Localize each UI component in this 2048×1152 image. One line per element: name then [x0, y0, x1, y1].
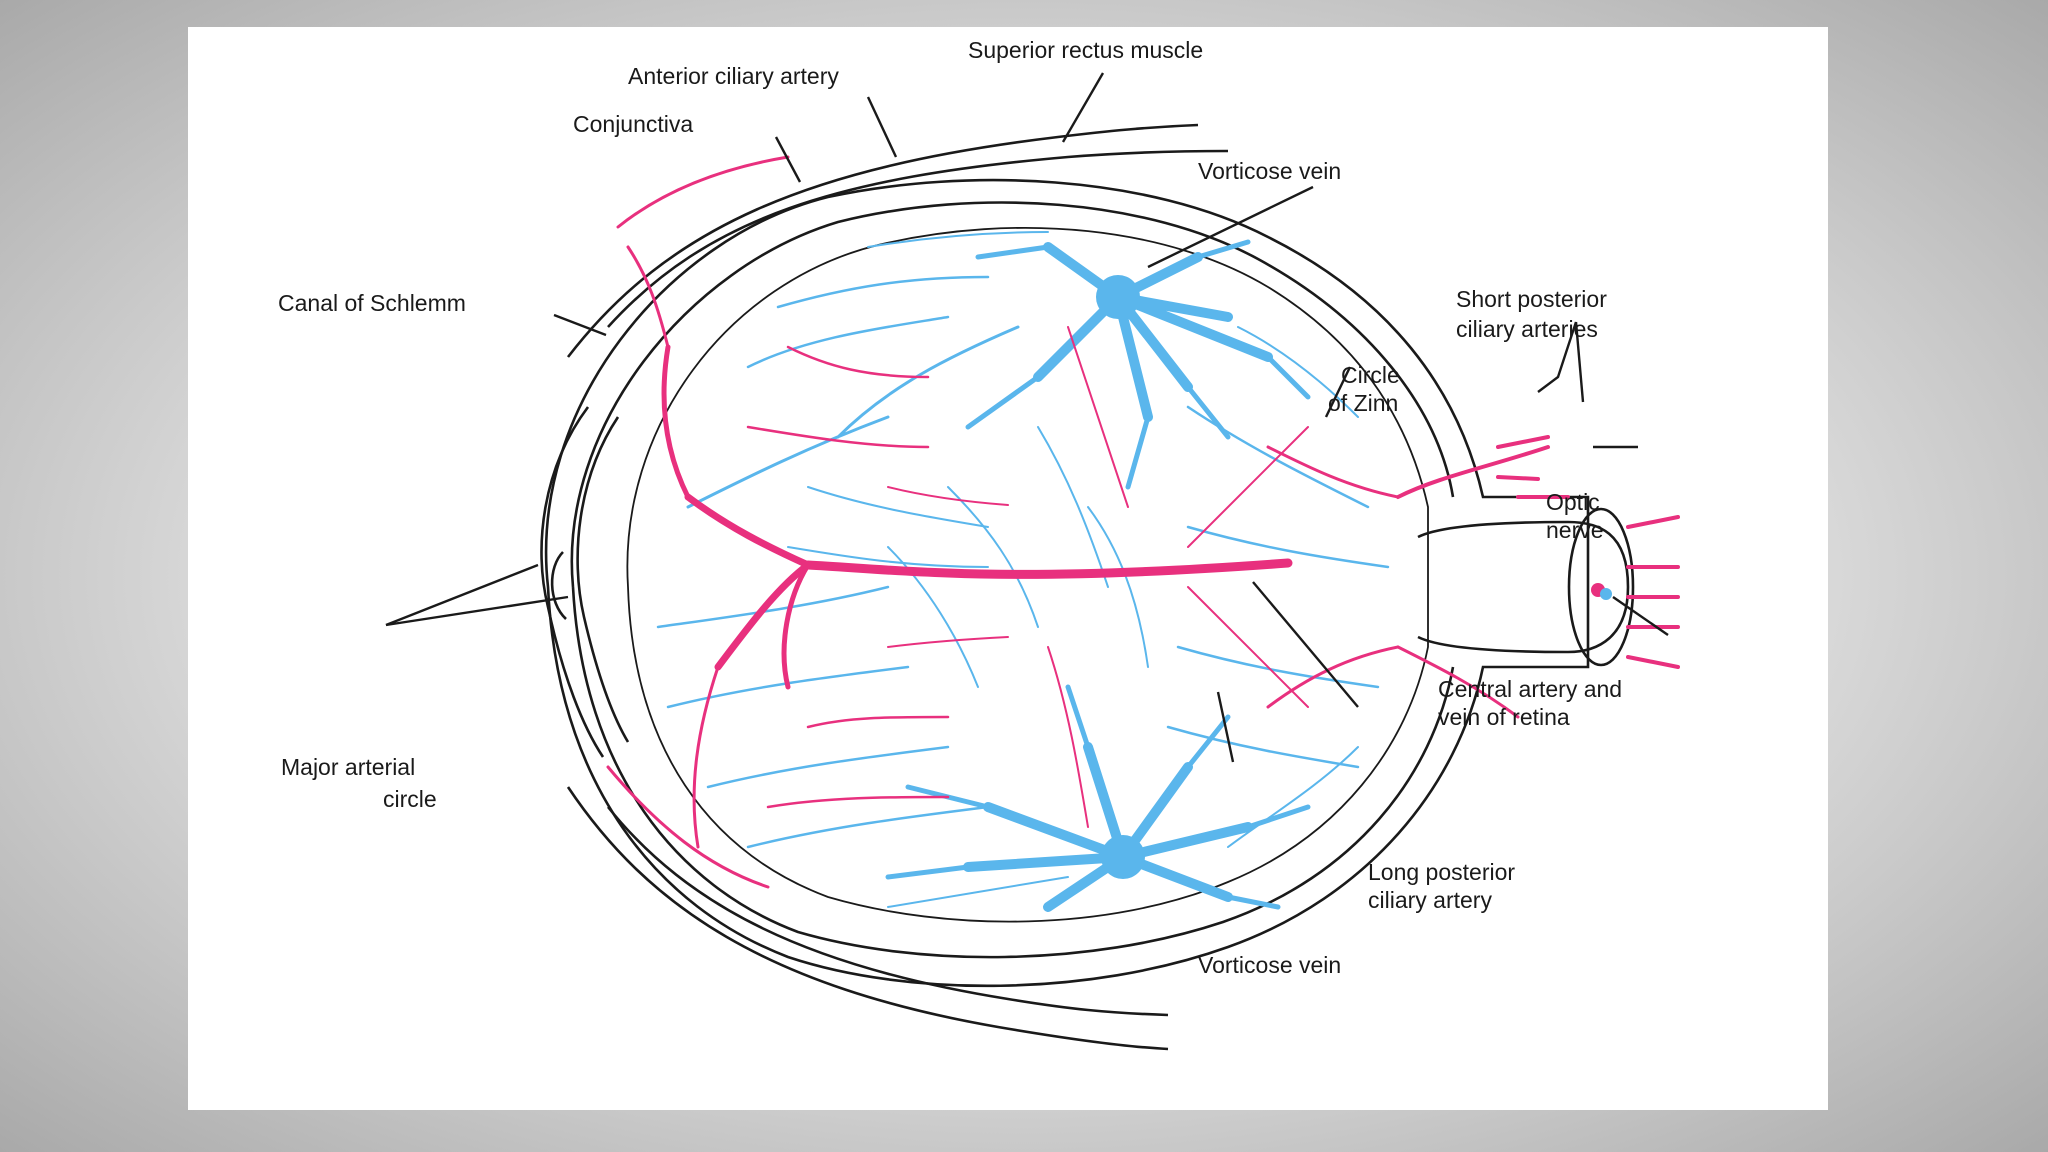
label-long-posterior-2: ciliary artery	[1368, 887, 1492, 913]
vorticose-vein-bottom	[885, 684, 1311, 912]
eye-diagram: Superior rectus muscle Anterior ciliary …	[278, 37, 1680, 1051]
choroid-boundary	[626, 226, 1429, 923]
label-superior-rectus: Superior rectus muscle	[968, 37, 1203, 63]
label-vorticose-top: Vorticose vein	[1198, 158, 1341, 184]
label-central-1: Central artery and	[1438, 676, 1622, 702]
label-circle-zinn-1: Circle	[1341, 362, 1400, 388]
vorticose-vein-top	[965, 239, 1311, 490]
label-optic-1: Optic	[1546, 489, 1600, 515]
cornea	[540, 406, 630, 758]
eye-vasculature-figure: Superior rectus muscle Anterior ciliary …	[188, 27, 1828, 1110]
optic-nerve	[1417, 507, 1635, 667]
labels: Superior rectus muscle Anterior ciliary …	[278, 37, 1622, 978]
label-conjunctiva: Conjunctiva	[573, 111, 693, 137]
vein-network	[656, 231, 1390, 908]
label-short-posterior-2: ciliary arteries	[1456, 316, 1598, 342]
label-canal-schlemm: Canal of Schlemm	[278, 290, 466, 316]
label-short-posterior-1: Short posterior	[1456, 286, 1607, 312]
label-major-arterial-2: circle	[383, 786, 437, 812]
eyelid-outlines	[566, 123, 1229, 1051]
label-anterior-ciliary: Anterior ciliary artery	[628, 63, 839, 89]
artery-network	[606, 155, 1680, 889]
label-circle-zinn-2: of Zinn	[1328, 390, 1398, 416]
leader-lines	[385, 72, 1669, 763]
sclera-outline	[544, 178, 1590, 988]
label-vorticose-bottom: Vorticose vein	[1198, 952, 1341, 978]
label-long-posterior-1: Long posterior	[1368, 859, 1515, 885]
label-optic-2: nerve	[1546, 517, 1604, 543]
label-major-arterial-1: Major arterial	[281, 754, 415, 780]
label-central-2: vein of retina	[1438, 704, 1570, 730]
